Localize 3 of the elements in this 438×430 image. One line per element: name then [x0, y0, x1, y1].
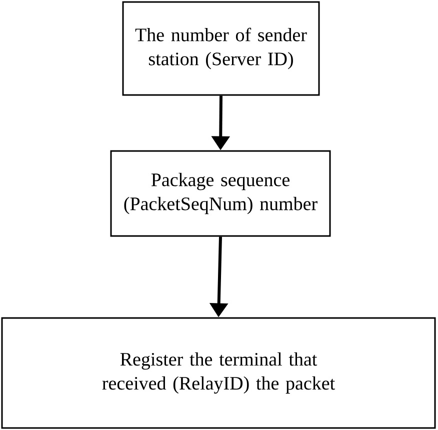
- process-box: The number of sender station (Server ID): [122, 1, 320, 96]
- process-box: Register the terminal that received (RelayID) the packet: [1, 317, 436, 429]
- process-box: Package sequence (PacketSeqNum) number: [110, 150, 331, 237]
